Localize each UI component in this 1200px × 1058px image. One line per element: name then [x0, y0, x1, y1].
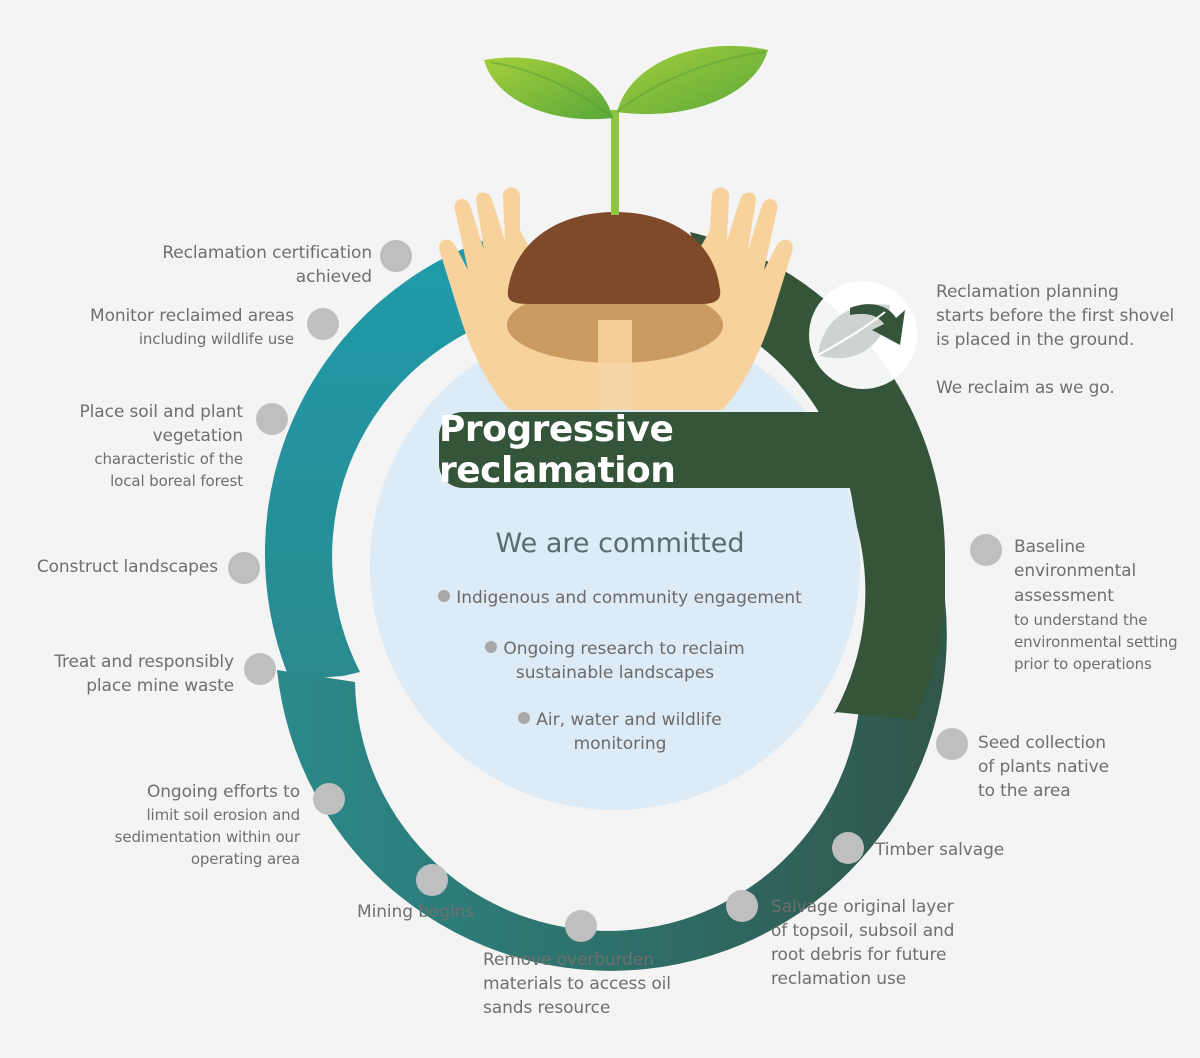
title-banner: Progressive reclamation [439, 409, 882, 491]
leaf-arrow-icon [809, 281, 917, 389]
step-dot [416, 864, 448, 896]
step-erosion: Ongoing efforts to limit soil erosion an… [114, 782, 300, 868]
step-dot [256, 403, 288, 435]
commitments-heading: We are committed [495, 528, 745, 559]
step-dot [244, 653, 276, 685]
step-dot [936, 728, 968, 760]
bullet-dot [518, 712, 531, 724]
step-dot [380, 240, 412, 272]
cycle-segment-left [264, 235, 520, 680]
step-dot [832, 832, 864, 864]
step-baseline: Baseline environmental assessment to und… [1014, 537, 1178, 673]
step-seed: Seed collection of plants native to the … [978, 733, 1109, 801]
step-overburden: Remove overburden materials to access oi… [483, 950, 671, 1018]
step-soil: Place soil and plant vegetation characte… [79, 402, 244, 490]
step-dot [970, 534, 1002, 566]
soil-mound [507, 212, 721, 304]
step-dot [307, 308, 339, 340]
step-dot [726, 890, 758, 922]
page-title: Progressive reclamation [439, 409, 676, 491]
commitment-item: Indigenous and community engagement [420, 586, 820, 610]
bullet-dot [438, 590, 451, 602]
step-construct: Construct landscapes [36, 557, 218, 577]
intro-text: Reclamation planning starts before the f… [936, 282, 1175, 398]
sprout-icon [484, 45, 768, 215]
bullet-dot [485, 641, 498, 653]
step-mining: Mining begins [357, 902, 474, 922]
commitment-item: Ongoing research to reclaim sustainable … [420, 637, 810, 685]
step-waste: Treat and responsibly place mine waste [54, 652, 234, 696]
commitment-item: Air, water and wildlife monitoring [420, 708, 820, 756]
step-certification: Reclamation certification achieved [162, 243, 372, 287]
step-dot [313, 783, 345, 815]
step-dot [228, 552, 260, 584]
step-timber: Timber salvage [875, 840, 1005, 860]
step-dot [565, 910, 597, 942]
step-salvage: Salvage original layer of topsoil, subso… [771, 897, 955, 989]
cycle-segment-right [690, 232, 945, 720]
step-monitor: Monitor reclaimed areas including wildli… [90, 306, 294, 348]
